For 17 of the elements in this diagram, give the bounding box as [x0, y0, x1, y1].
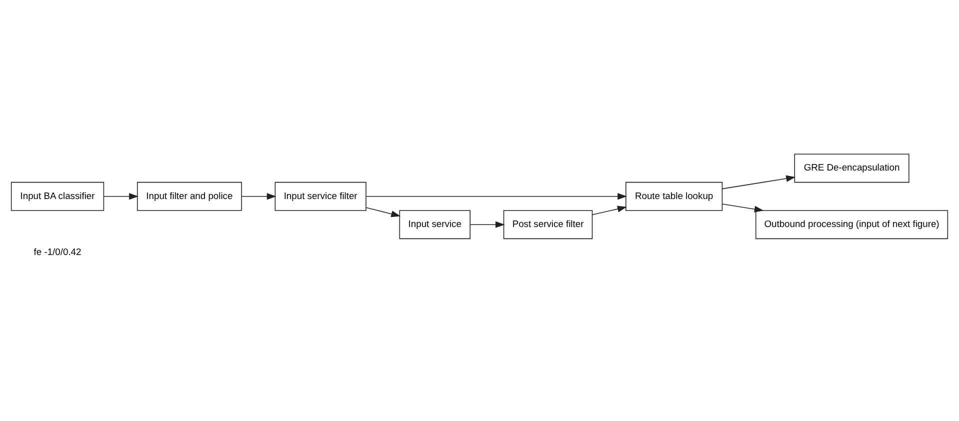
arrow	[241, 193, 276, 200]
arrow	[104, 193, 138, 200]
node-box: Outbound processing (input of next figure)	[755, 210, 948, 240]
node-box: Input BA classifier	[10, 182, 104, 211]
node-text: fe -1/0/0.42	[34, 246, 82, 258]
arrow	[722, 175, 796, 190]
arrow	[722, 204, 764, 212]
node-box: Route table lookup	[626, 182, 723, 211]
node-box: Input service	[399, 210, 470, 240]
arrow	[592, 206, 627, 216]
node-box: Post service filter	[503, 210, 593, 240]
node-box: GRE De-encapsulation	[794, 154, 910, 183]
arrow	[366, 207, 401, 218]
arrow	[470, 221, 505, 228]
node-box: Input filter and police	[136, 182, 242, 211]
node-box: Input service filter	[274, 182, 366, 211]
arrow	[366, 193, 627, 200]
